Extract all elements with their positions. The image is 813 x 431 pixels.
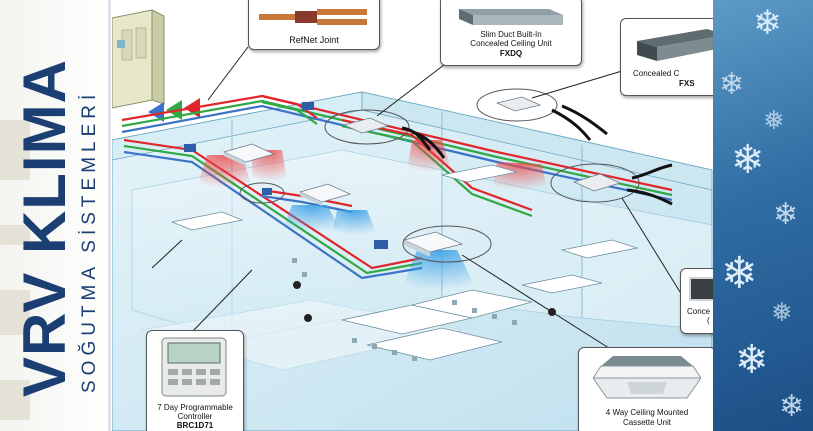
callout-cassette-line1: 4 Way Ceiling Mounted [605, 408, 689, 417]
title-main: VRV KLIMA [11, 59, 78, 397]
duct-unit-icon [637, 29, 727, 61]
controller-icon [161, 337, 227, 397]
cassette-unit-icon [222, 143, 464, 257]
callout-controller-right-line1: Conce [687, 307, 711, 316]
chairs [292, 258, 517, 361]
callout-cassette-line2: Cassette Unit [622, 418, 672, 427]
cassette-unit-icon [593, 356, 701, 399]
callout-slim-duct-line2: Concealed Ceiling Unit [470, 39, 552, 48]
furniture [170, 164, 639, 361]
vrv-system-diagram [112, 9, 713, 431]
snowflake-icon: ❄ [719, 67, 745, 102]
snowflake-icon: ❅ [763, 106, 785, 136]
ceiling-ducts [401, 104, 673, 206]
outdoor-unit-icon [112, 9, 165, 109]
faded-building-image [0, 380, 30, 420]
title-subtitle: SOĞUTMA SİSTEMLERİ [79, 89, 100, 393]
divider [108, 0, 111, 431]
snowflake-icon: ❅ [771, 298, 793, 328]
callout-cassette-unit: 4 Way Ceiling Mounted Cassette Unit [578, 347, 716, 431]
branch-selector-boxes [184, 102, 388, 249]
callout-slim-duct-line1: Slim Duct Built-In [480, 30, 542, 39]
winter-panel: ❄ ❄ ❅ ❄ ❄ ❄ ❅ ❄ ❄ [713, 0, 813, 431]
faded-building-image [0, 120, 30, 180]
callout-concealed-unit: Concealed C FXS [620, 18, 731, 96]
callout-refnet-label: RefNet Joint [289, 35, 339, 45]
duct-unit-icon [459, 9, 563, 25]
snowflake-icon: ❄ [773, 197, 799, 232]
callout-slim-duct: Slim Duct Built-In Concealed Ceiling Uni… [440, 0, 582, 66]
callout-concealed-line1: Concealed C [633, 69, 680, 78]
duct-unit-icon [239, 88, 640, 263]
refnet-joint-icon [259, 9, 367, 25]
leader-lines [151, 46, 681, 351]
snowflake-icon: ❄ [753, 3, 782, 43]
callout-controller-model: BRC1D71 [176, 421, 214, 430]
callout-slim-duct-model: FXDQ [499, 49, 523, 58]
controller-icon [689, 277, 717, 301]
callout-refnet-joint: RefNet Joint [248, 0, 380, 50]
snowflake-icon: ❄ [721, 248, 758, 299]
snowflake-icon: ❄ [731, 137, 765, 183]
snowflake-icon: ❄ [735, 337, 769, 383]
vertical-title: VRV KLIMA SOĞUTMA SİSTEMLERİ [0, 0, 112, 431]
left-background [0, 0, 112, 431]
callout-controller-line1: 7 Day Programmable [157, 403, 233, 412]
faded-building-image [0, 225, 30, 245]
snowflake-icon: ❄ [779, 389, 805, 424]
faded-building-image [0, 290, 30, 335]
callout-programmable-controller: 7 Day Programmable Controller BRC1D71 [146, 330, 244, 431]
callout-concealed-model: FXS [679, 79, 695, 88]
callout-controller-line2: Controller [177, 412, 213, 421]
callout-controller-right-line2: ( [707, 316, 710, 325]
